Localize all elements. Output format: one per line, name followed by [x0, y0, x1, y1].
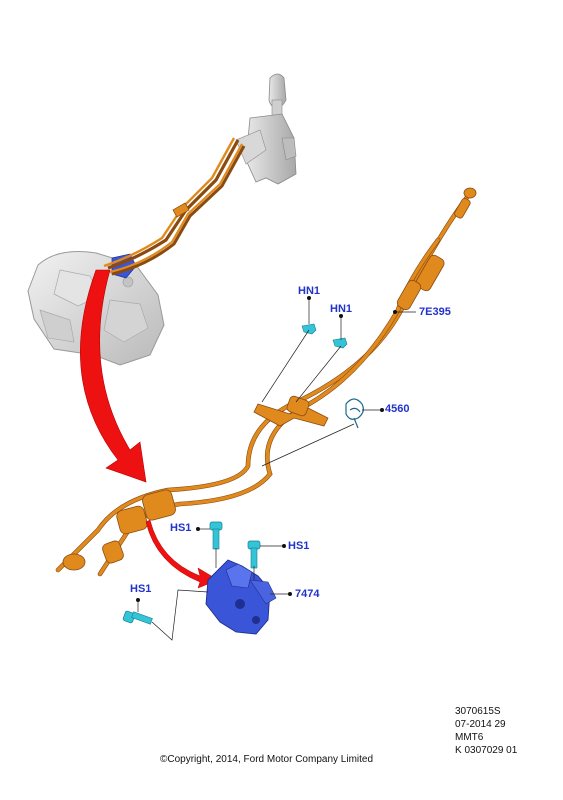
cable-end-fittings-top — [396, 187, 477, 311]
callout-4560: 4560 — [385, 403, 410, 415]
bolt-hs1-top-right — [247, 540, 261, 569]
upper-cable-assembly — [103, 137, 246, 276]
cable-end-fittings-bottom — [62, 489, 176, 571]
ref-code: 3070615S — [455, 706, 501, 717]
mid-cable-mount — [253, 395, 329, 427]
callout-7474: 7474 — [295, 588, 320, 600]
callout-hn1-right: HN1 — [330, 303, 353, 315]
red-detail-arrow-large — [80, 269, 147, 483]
doc-code: K 0307029 01 — [455, 745, 518, 756]
callout-hs1-bottom: HS1 — [130, 583, 152, 595]
copyright-notice: ©Copyright, 2014, Ford Motor Company Lim… — [160, 754, 374, 765]
bolt-hs1-bottom — [122, 610, 153, 625]
clip-hn1-left — [301, 323, 317, 335]
callout-hs1-top-left: HS1 — [170, 522, 192, 534]
callout-7e395: 7E395 — [419, 306, 451, 318]
model-code: MMT6 — [455, 732, 484, 743]
gear-lever-housing — [235, 73, 297, 185]
date-code: 07-2014 29 — [455, 719, 506, 730]
callout-hs1-top-right: HS1 — [288, 540, 310, 552]
bolt-hs1-top-left — [209, 521, 223, 550]
reference-block: 3070615S 07-2014 29 MMT6 K 0307029 01 — [455, 705, 555, 757]
leader-dots — [136, 296, 397, 602]
clip-4560 — [345, 398, 364, 429]
callout-hn1-left: HN1 — [298, 285, 321, 297]
shift-cable-bracket-7474 — [205, 559, 277, 635]
clip-hn1-right — [332, 337, 348, 349]
